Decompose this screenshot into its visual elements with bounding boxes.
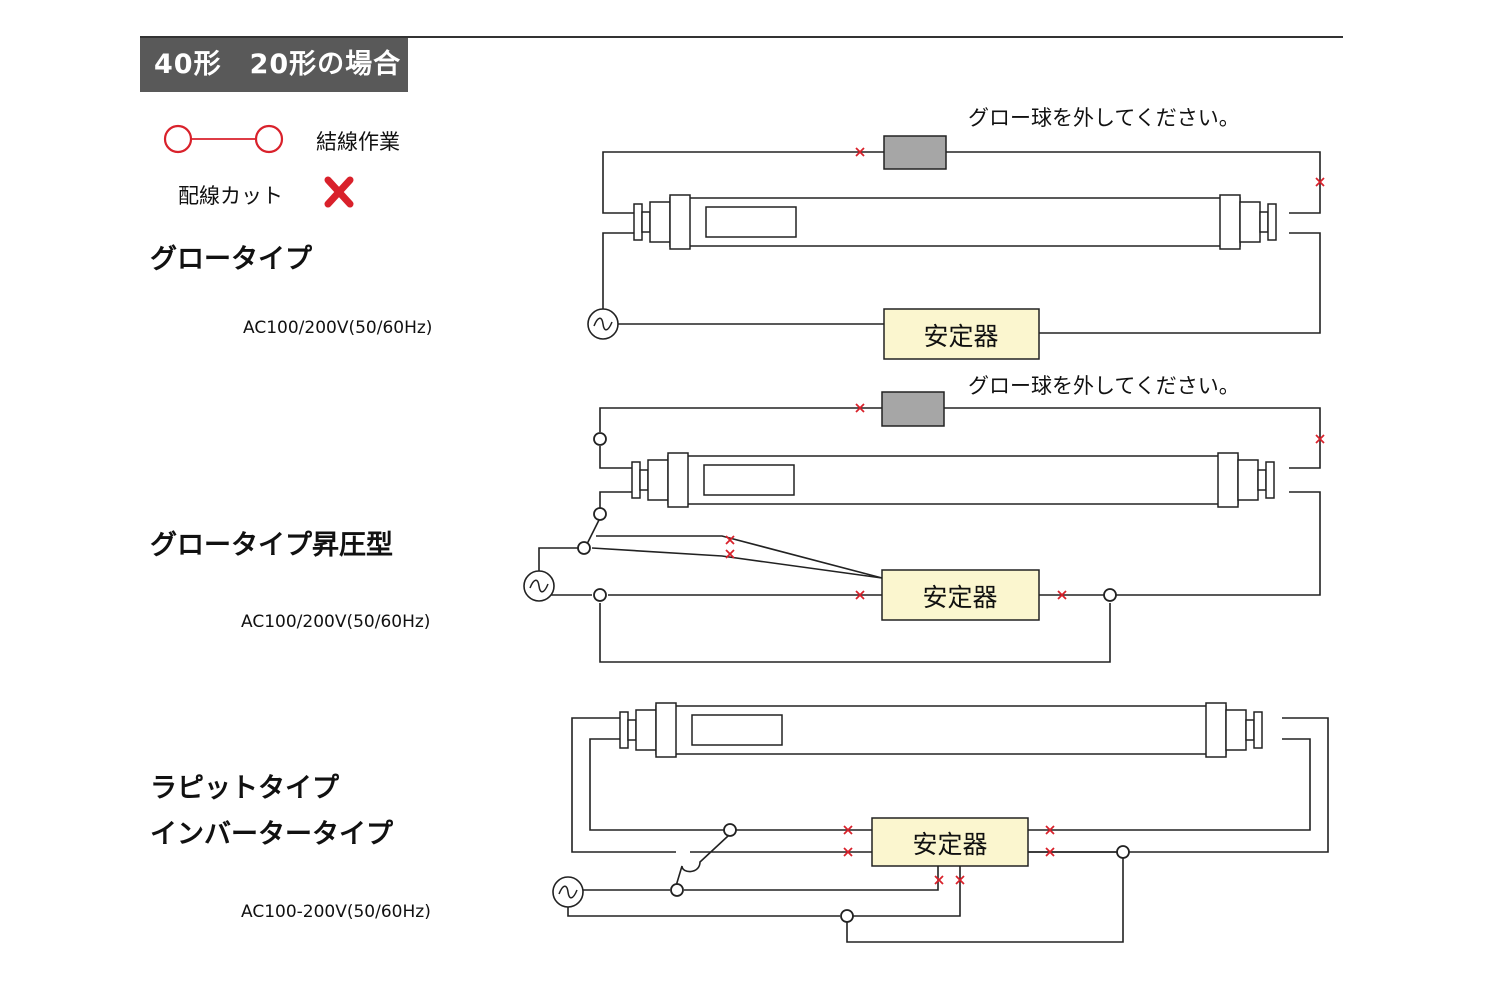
section1-tube	[633, 194, 1277, 250]
page-title: 40形 20形の場合	[140, 38, 408, 92]
section1-ballast	[883, 308, 1040, 360]
section3-ballast	[871, 817, 1029, 867]
legend-join-label: 結線作業	[316, 130, 400, 154]
section2-cut-mark	[725, 535, 735, 545]
section3-diagram	[567, 717, 1329, 943]
section3-ac-source	[552, 876, 584, 908]
section3-terminals	[670, 823, 1130, 923]
legend-cut-label: 配線カット	[178, 184, 283, 208]
legend-join-symbol	[163, 124, 284, 154]
section3-title-line1: ラピットタイプ	[150, 773, 339, 804]
section3-ballast-label: 安定器	[912, 830, 987, 859]
section3-voltage: AC100-200V(50/60Hz)	[241, 902, 431, 922]
section3-title-line2: インバータータイプ	[150, 819, 393, 850]
section2-ballast	[881, 569, 1040, 621]
section2-starter	[881, 391, 945, 427]
section1-ballast-label: 安定器	[923, 322, 998, 351]
section2-ballast-label: 安定器	[922, 583, 997, 612]
section2-tube	[631, 452, 1275, 508]
section2-title: グロータイプ昇圧型	[150, 530, 393, 561]
section3-cut-mark	[934, 875, 944, 885]
section2-voltage: AC100/200V(50/60Hz)	[241, 612, 431, 632]
section1-title: グロータイプ	[150, 244, 312, 275]
section2-terminals	[577, 432, 1117, 602]
section2-ac-source	[523, 570, 555, 602]
section2-note: グロー球を外してください。	[968, 374, 1240, 398]
section2-diagram	[538, 407, 1321, 663]
legend-cut-symbol	[324, 176, 354, 208]
section1-voltage: AC100/200V(50/60Hz)	[243, 318, 433, 338]
section1-note: グロー球を外してください。	[968, 106, 1240, 130]
section1-ac-source	[587, 308, 619, 340]
header-rule	[140, 36, 1343, 38]
section1-starter	[883, 135, 947, 170]
section3-tube	[619, 702, 1263, 758]
